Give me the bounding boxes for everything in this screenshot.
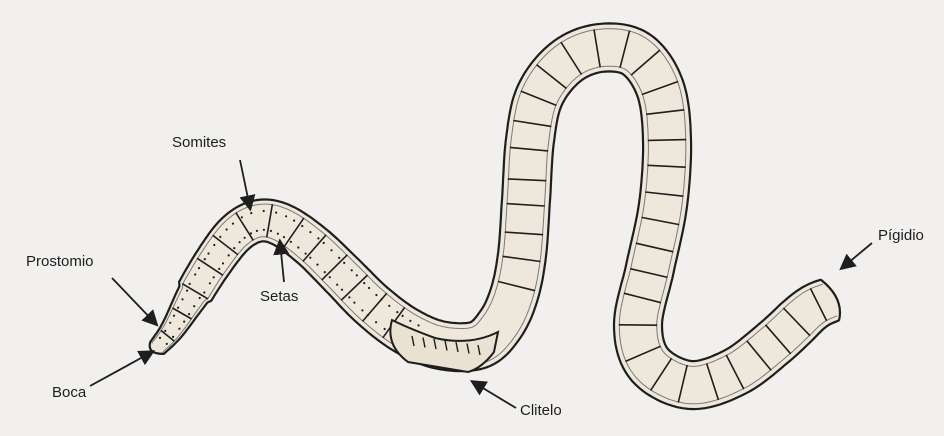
seta-dot [232,223,234,225]
seta-dot [213,276,215,278]
seta-dot [367,314,369,316]
seta-dot [293,220,295,222]
seta-dot [183,321,185,323]
seta-dot [317,237,319,239]
seta-dot [239,241,241,243]
seta-dot [368,287,370,289]
seta-dot [324,271,326,273]
seta-dot [305,253,307,255]
seta-dot [193,305,195,307]
arrow-boca [90,352,152,386]
seta-dot [417,324,419,326]
label-setas: Setas [260,289,298,304]
seta-dot [228,254,230,256]
seta-dot [159,337,161,339]
seta-dot [402,315,404,317]
seta-dot [341,289,343,291]
seta-dot [329,276,331,278]
seta-dot [194,273,196,275]
seta-dot [375,321,377,323]
seta-dot [166,343,168,345]
seta-dot [181,298,183,300]
seta-dot [186,290,188,292]
label-pigidio: Pígidio [878,228,924,243]
seta-dot [250,212,252,214]
seta-dot [164,330,166,332]
seta-dot [356,274,358,276]
seta-dot [241,216,243,218]
seta-dot [169,322,171,324]
seta-dot [233,247,235,249]
seta-dot [203,291,205,293]
seta-dot [316,264,318,266]
seta-dot [309,257,311,259]
seta-dot [409,320,411,322]
arrow-pigidio [842,243,872,268]
seta-dot [188,313,190,315]
somite-line [648,140,686,141]
seta-dot [290,241,292,243]
seta-dot [330,249,332,251]
seta-dot [250,232,252,234]
seta-dot [226,228,228,230]
label-somites: Somites [172,135,226,150]
seta-dot [222,262,224,264]
seta-dot [351,269,353,271]
label-prostomio: Prostomio [26,254,94,269]
seta-dot [396,311,398,313]
seta-dot [384,328,386,330]
seta-dot [218,268,220,270]
seta-dot [336,284,338,286]
seta-dot [301,225,303,227]
seta-dot [348,296,350,298]
arrow-prostomio [112,278,156,324]
seta-dot [285,215,287,217]
seta-dot [177,307,179,309]
seta-dot [375,294,377,296]
label-clitelo: Clitelo [520,403,562,418]
seta-dot [178,328,180,330]
seta-dot [199,297,201,299]
seta-dot [270,230,272,232]
seta-dot [189,283,191,285]
seta-dot [277,233,279,235]
seta-dot [244,237,246,239]
seta-dot [338,257,340,259]
seta-dot [343,262,345,264]
seta-dot [172,336,174,338]
seta-dot [263,229,265,231]
seta-dot [323,242,325,244]
seta-dot [283,236,285,238]
seta-dot [309,231,311,233]
seta-dot [173,315,175,317]
arrow-somites [240,160,250,208]
seta-dot [207,252,209,254]
seta-dot [209,282,211,284]
seta-dot [198,267,200,269]
seta-dot [363,282,365,284]
seta-dot [353,302,355,304]
seta-dot [361,309,363,311]
seta-dot [256,230,258,232]
seta-dot [275,212,277,214]
seta-dot [297,246,299,248]
seta-dot [263,210,265,212]
seta-dot [204,258,206,260]
arrow-clitelo [473,382,516,408]
seta-dot [380,298,382,300]
label-boca: Boca [52,385,86,400]
seta-dot [219,236,221,238]
seta-dot [213,244,215,246]
seta-dot [388,305,390,307]
